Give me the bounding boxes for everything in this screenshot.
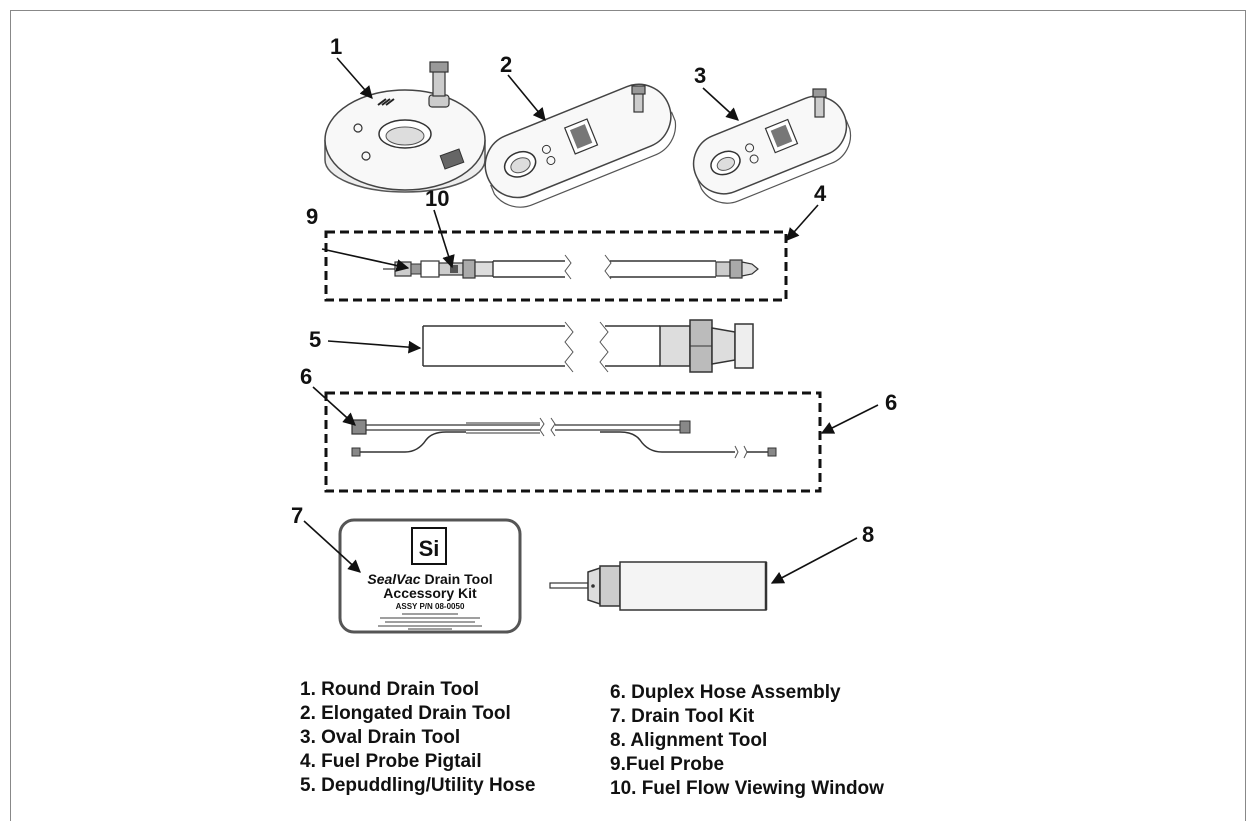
callout-3: 3 bbox=[694, 63, 706, 88]
callout-9: 9 bbox=[306, 204, 318, 229]
legend-item: 5. Depuddling/Utility Hose bbox=[300, 775, 536, 796]
legend-item: 4. Fuel Probe Pigtail bbox=[300, 751, 482, 772]
arrow-9 bbox=[321, 248, 410, 272]
callout-1: 1 bbox=[330, 34, 342, 59]
arrow-2 bbox=[507, 74, 546, 121]
legend-item: 2. Elongated Drain Tool bbox=[300, 703, 511, 724]
duplex-hose-assembly bbox=[324, 391, 822, 493]
oval-drain-tool bbox=[692, 88, 852, 204]
arrow-4 bbox=[786, 204, 819, 241]
callout-2: 2 bbox=[500, 52, 512, 77]
legend-item: 10. Fuel Flow Viewing Window bbox=[610, 778, 884, 799]
callout-arrows bbox=[303, 57, 879, 584]
legend-item: 6. Duplex Hose Assembly bbox=[610, 682, 841, 703]
legend-right: 6. Duplex Hose Assembly 7. Drain Tool Ki… bbox=[610, 681, 884, 801]
callout-numbers: 1 2 3 4 9 10 5 6 6 7 8 bbox=[291, 34, 897, 547]
alignment-tool bbox=[549, 561, 768, 611]
legend-item: 7. Drain Tool Kit bbox=[610, 706, 755, 727]
kit-title: SealVac Drain Tool bbox=[367, 571, 492, 587]
kit-subtitle: Accessory Kit bbox=[383, 585, 477, 601]
fuel-probe-pigtail bbox=[324, 230, 788, 302]
callout-8: 8 bbox=[862, 522, 874, 547]
arrow-1 bbox=[336, 57, 373, 99]
arrow-6a bbox=[312, 386, 356, 426]
legend-item: 1. Round Drain Tool bbox=[300, 679, 480, 700]
callout-4: 4 bbox=[814, 181, 827, 206]
arrow-6b bbox=[820, 404, 879, 434]
legend-left: 1. Round Drain Tool 2. Elongated Drain T… bbox=[300, 678, 535, 798]
legend-item: 9.Fuel Probe bbox=[610, 754, 725, 775]
arrow-5 bbox=[327, 340, 422, 354]
elongated-drain-tool bbox=[484, 83, 677, 208]
arrow-10 bbox=[433, 209, 455, 269]
legend-item: 8. Alignment Tool bbox=[610, 730, 768, 751]
page-frame bbox=[10, 10, 1246, 821]
callout-6-left: 6 bbox=[300, 364, 312, 389]
round-drain-tool bbox=[324, 61, 486, 193]
arrow-7 bbox=[303, 520, 361, 573]
arrow-8 bbox=[770, 537, 858, 584]
callout-5: 5 bbox=[309, 327, 321, 352]
kit-logo: Si bbox=[419, 536, 440, 561]
callout-7: 7 bbox=[291, 503, 303, 528]
kit-assy-number: ASSY P/N 08-0050 bbox=[396, 602, 465, 611]
drain-tool-kit: Si SealVac Drain Tool Accessory Kit ASSY… bbox=[338, 518, 522, 634]
arrow-3 bbox=[702, 87, 739, 121]
depuddling-utility-hose bbox=[422, 319, 754, 373]
legend-item: 3. Oval Drain Tool bbox=[300, 727, 461, 748]
callout-10: 10 bbox=[425, 186, 449, 211]
kit-fine-print bbox=[378, 613, 482, 630]
callout-6-right: 6 bbox=[885, 390, 897, 415]
